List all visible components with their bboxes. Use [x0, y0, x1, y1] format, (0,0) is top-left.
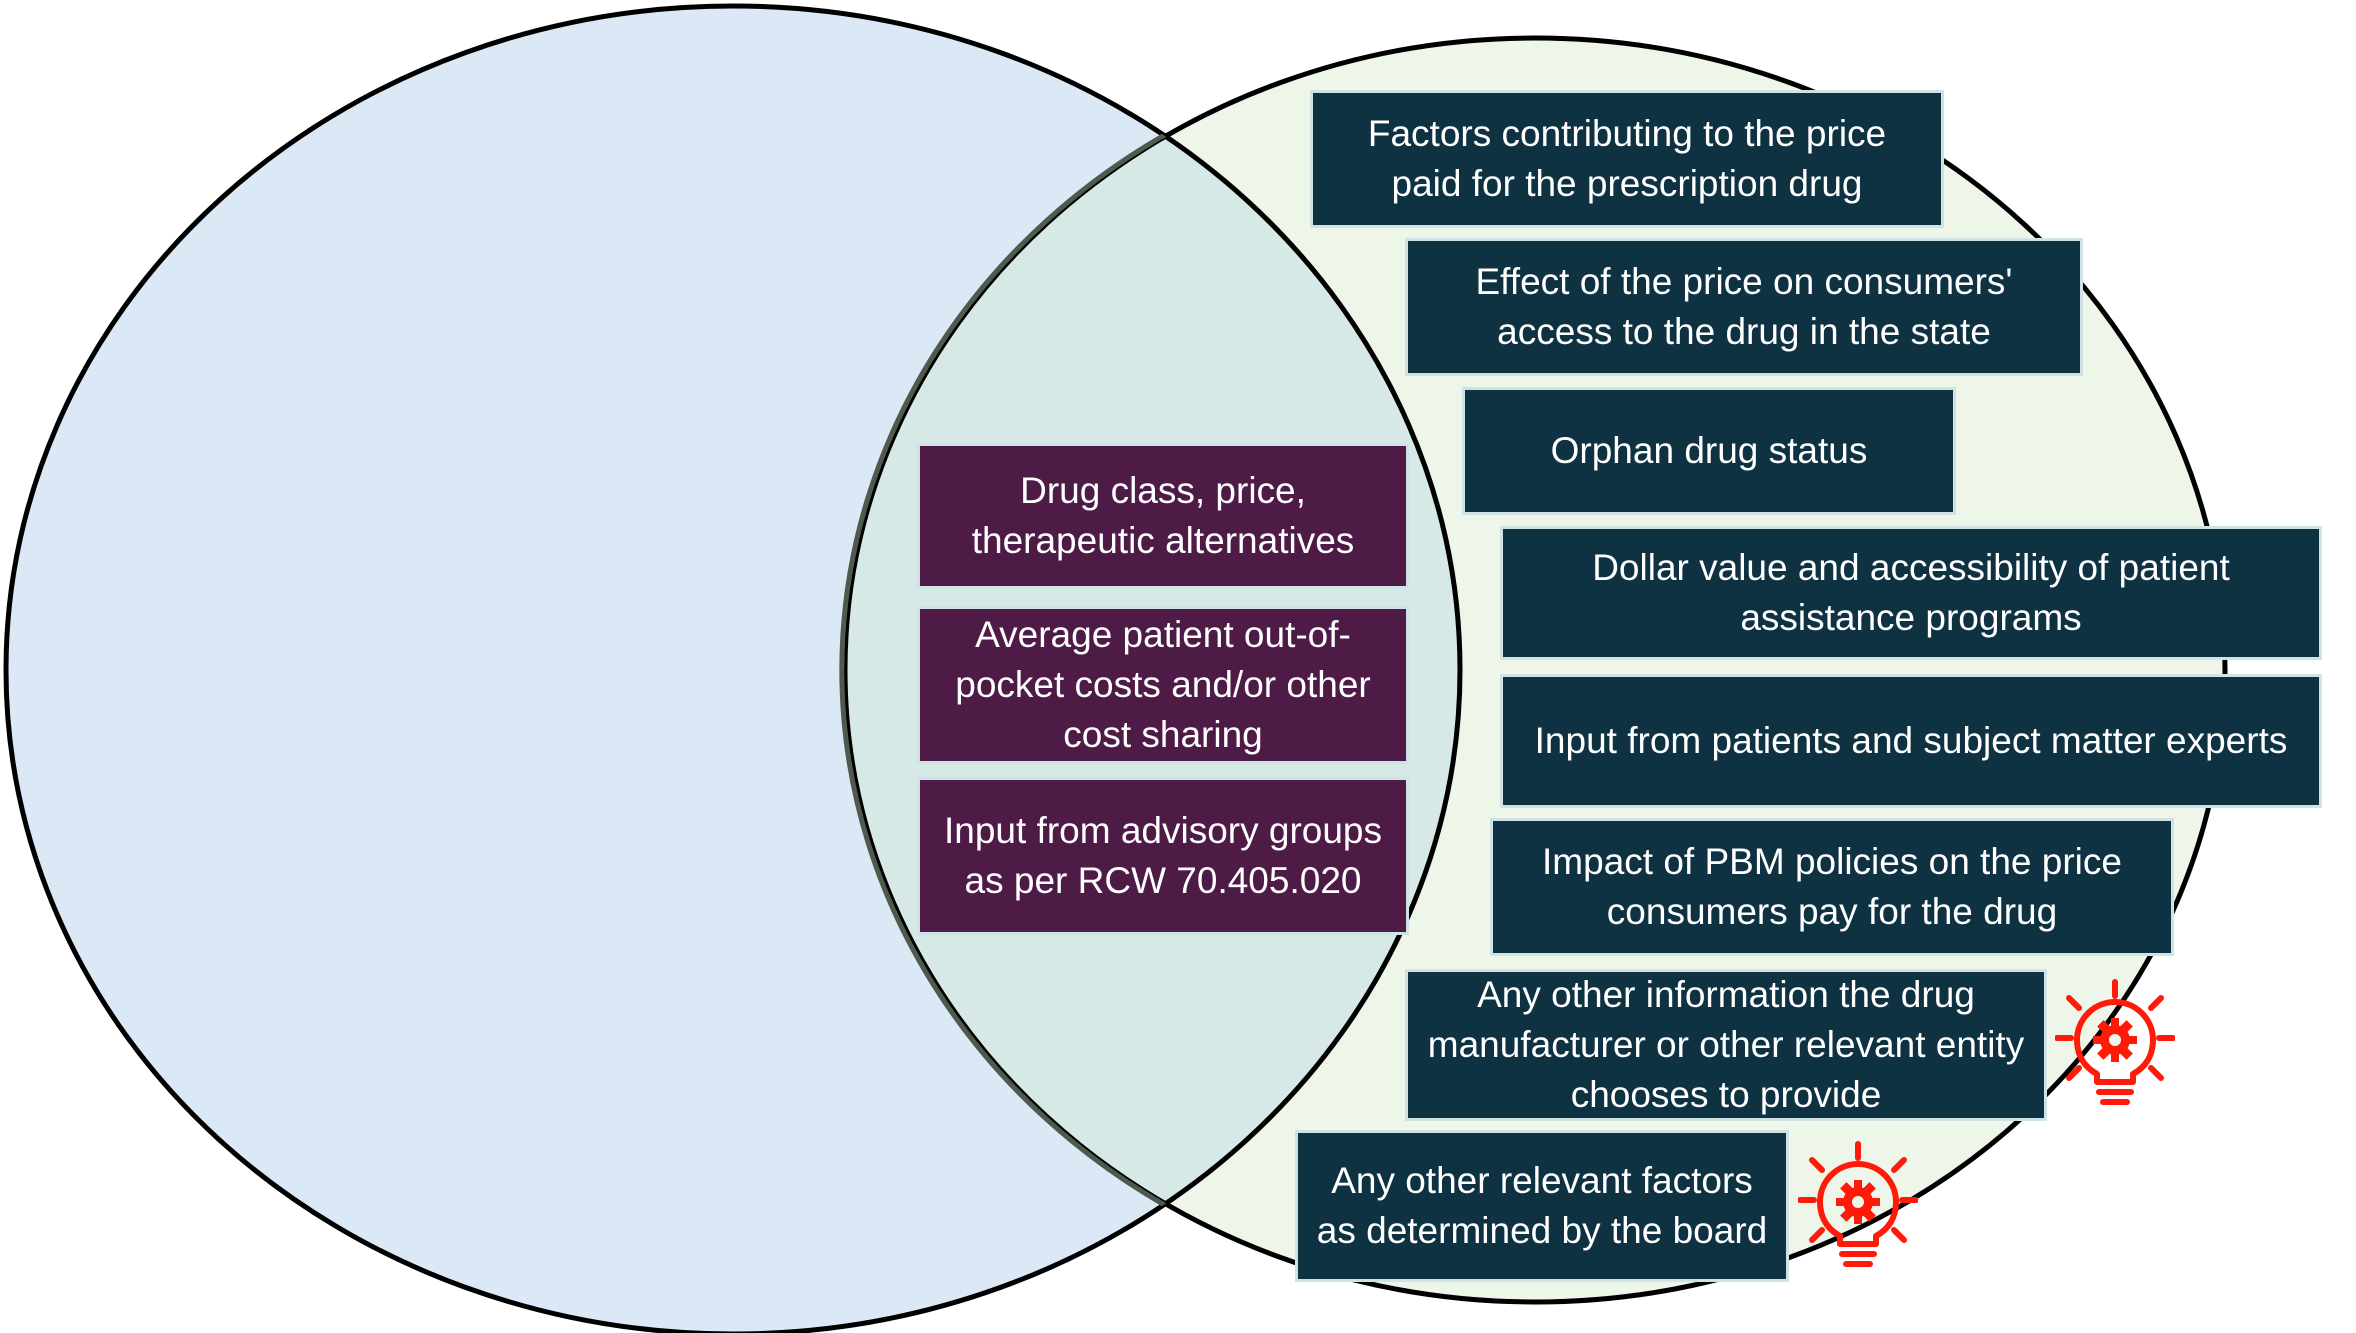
right-item-patient-input: Input from patients and subject matter e…	[1500, 674, 2322, 808]
right-item-consumer-access: Effect of the price on consumers' access…	[1405, 238, 2083, 376]
left-circle-outline	[3, 3, 1463, 1333]
overlap-item-drug-class: Drug class, price, therapeutic alternati…	[917, 443, 1409, 589]
overlap-item-advisory-groups: Input from advisory groups as per RCW 70…	[917, 777, 1409, 935]
lightbulb-gear-icon	[1798, 1141, 1918, 1267]
overlap-item-out-of-pocket: Average patient out-of-pocket costs and/…	[917, 606, 1409, 764]
right-item-price-factors: Factors contributing to the price paid f…	[1310, 90, 1944, 228]
lightbulb-gear-icon	[2055, 979, 2175, 1105]
right-item-pbm-policies: Impact of PBM policies on the price cons…	[1490, 818, 2174, 956]
right-item-orphan-status: Orphan drug status	[1462, 387, 1956, 515]
right-circle-outline	[842, 35, 2228, 1305]
right-item-board-factors: Any other relevant factors as determined…	[1295, 1130, 1789, 1282]
overlap-inner-edge	[839, 130, 1170, 1210]
overlap-region	[845, 38, 1460, 1302]
right-item-manufacturer-info: Any other information the drug manufactu…	[1405, 969, 2047, 1121]
right-item-patient-assistance: Dollar value and accessibility of patien…	[1500, 526, 2322, 660]
